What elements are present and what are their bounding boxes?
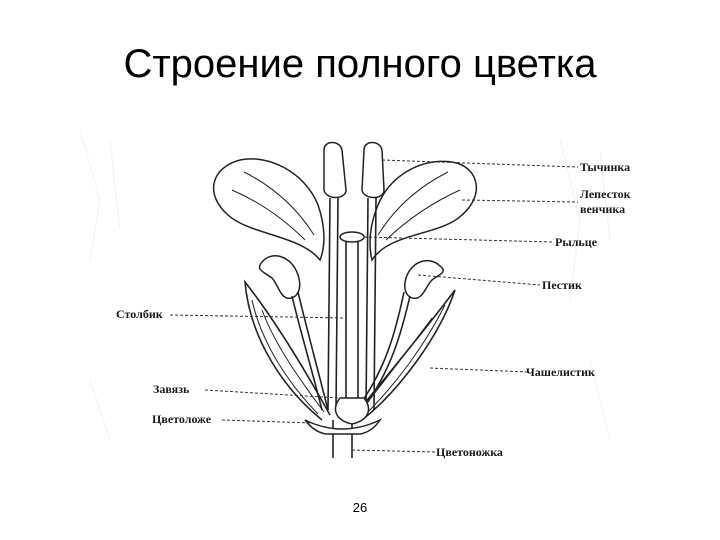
- petal-left: [214, 159, 324, 260]
- label-stamen: Тычинка: [580, 160, 630, 174]
- tall-stamen-left: [324, 143, 346, 411]
- label-petal-line2: венчика: [580, 202, 625, 216]
- label-pistil: Пестик: [542, 278, 582, 292]
- label-stigma: Рыльце: [555, 235, 598, 249]
- pedicel-shape: [333, 420, 352, 458]
- label-receptacle: Цветоложе: [152, 412, 212, 426]
- label-sepal: Чашелистик: [526, 365, 595, 379]
- receptacle-shape: [305, 420, 380, 434]
- sepal-right: [355, 290, 455, 420]
- label-style: Столбик: [116, 307, 163, 321]
- ovary-shape: [336, 398, 369, 424]
- petal-right: [370, 161, 476, 260]
- sepal-left: [245, 282, 330, 420]
- pistil-shape: [336, 232, 369, 424]
- label-ovary: Завязь: [153, 382, 190, 396]
- label-pedicel: Цветоножка: [436, 445, 503, 459]
- inner-stamen-right: [356, 261, 443, 410]
- inner-stamen-left: [259, 256, 328, 410]
- page-number: 26: [0, 500, 720, 515]
- stigma-shape: [340, 232, 364, 242]
- label-petal-line1: Лепесток: [580, 187, 631, 201]
